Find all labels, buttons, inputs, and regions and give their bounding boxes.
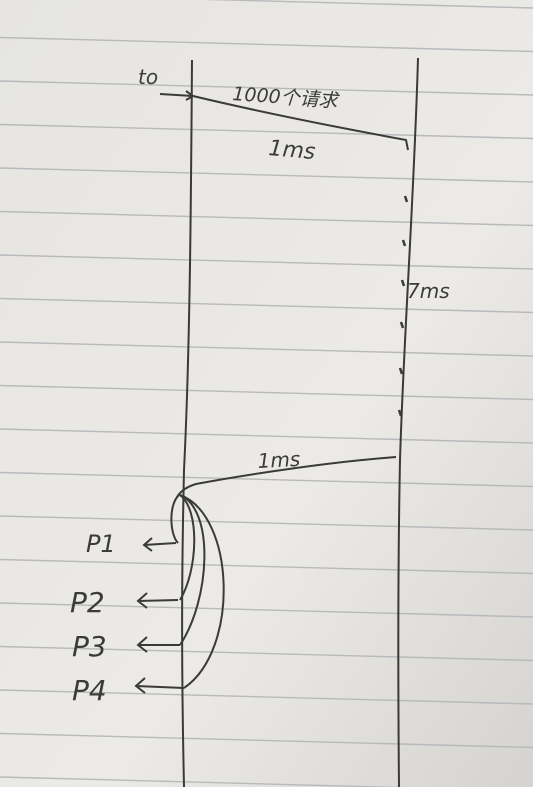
- p3-arrow: [136, 636, 180, 653]
- ruled-line: [0, 558, 533, 575]
- ruled-line: [0, 80, 533, 96]
- ruled-line: [0, 732, 533, 749]
- ruled-line: [0, 776, 408, 787]
- ruled-line: [0, 341, 533, 357]
- p-arrows: [134, 537, 185, 694]
- ruled-line: [0, 167, 533, 183]
- middle-gap-label: 7ms: [407, 279, 450, 303]
- ruled-line: [0, 384, 533, 401]
- server-lifeline: [397, 57, 419, 787]
- client-lifeline: [181, 59, 193, 787]
- ruled-line: [0, 471, 533, 488]
- request-message-line: [192, 95, 409, 151]
- p1-label: P1: [86, 530, 116, 558]
- p4-label: P4: [72, 674, 107, 707]
- p1-arrow: [142, 537, 177, 552]
- p3-label: P3: [72, 630, 107, 663]
- response-message-line: [176, 456, 397, 498]
- ruled-line: [0, 123, 533, 140]
- p4-arrow: [134, 677, 185, 694]
- ruled-line: [0, 602, 533, 618]
- t0-label: to: [138, 65, 158, 89]
- ruled-line: [0, 645, 533, 662]
- ruled-line: [0, 515, 533, 531]
- ruled-line: [0, 428, 533, 444]
- t0-arrow: [159, 93, 194, 97]
- p2-label: P2: [70, 586, 105, 619]
- ruled-line: [0, 689, 533, 705]
- server-tick-marks: [397, 195, 409, 417]
- ruled-line: [0, 36, 533, 53]
- ruled-line: [0, 297, 533, 314]
- ruled-line: [0, 254, 533, 270]
- ruled-line: [0, 210, 533, 227]
- p2-arrow: [136, 592, 179, 609]
- ruled-line: [201, 0, 533, 9]
- response-split-curves: [170, 494, 225, 689]
- bottom-latency-label: 1ms: [257, 447, 301, 473]
- top-latency-label: 1ms: [267, 136, 316, 165]
